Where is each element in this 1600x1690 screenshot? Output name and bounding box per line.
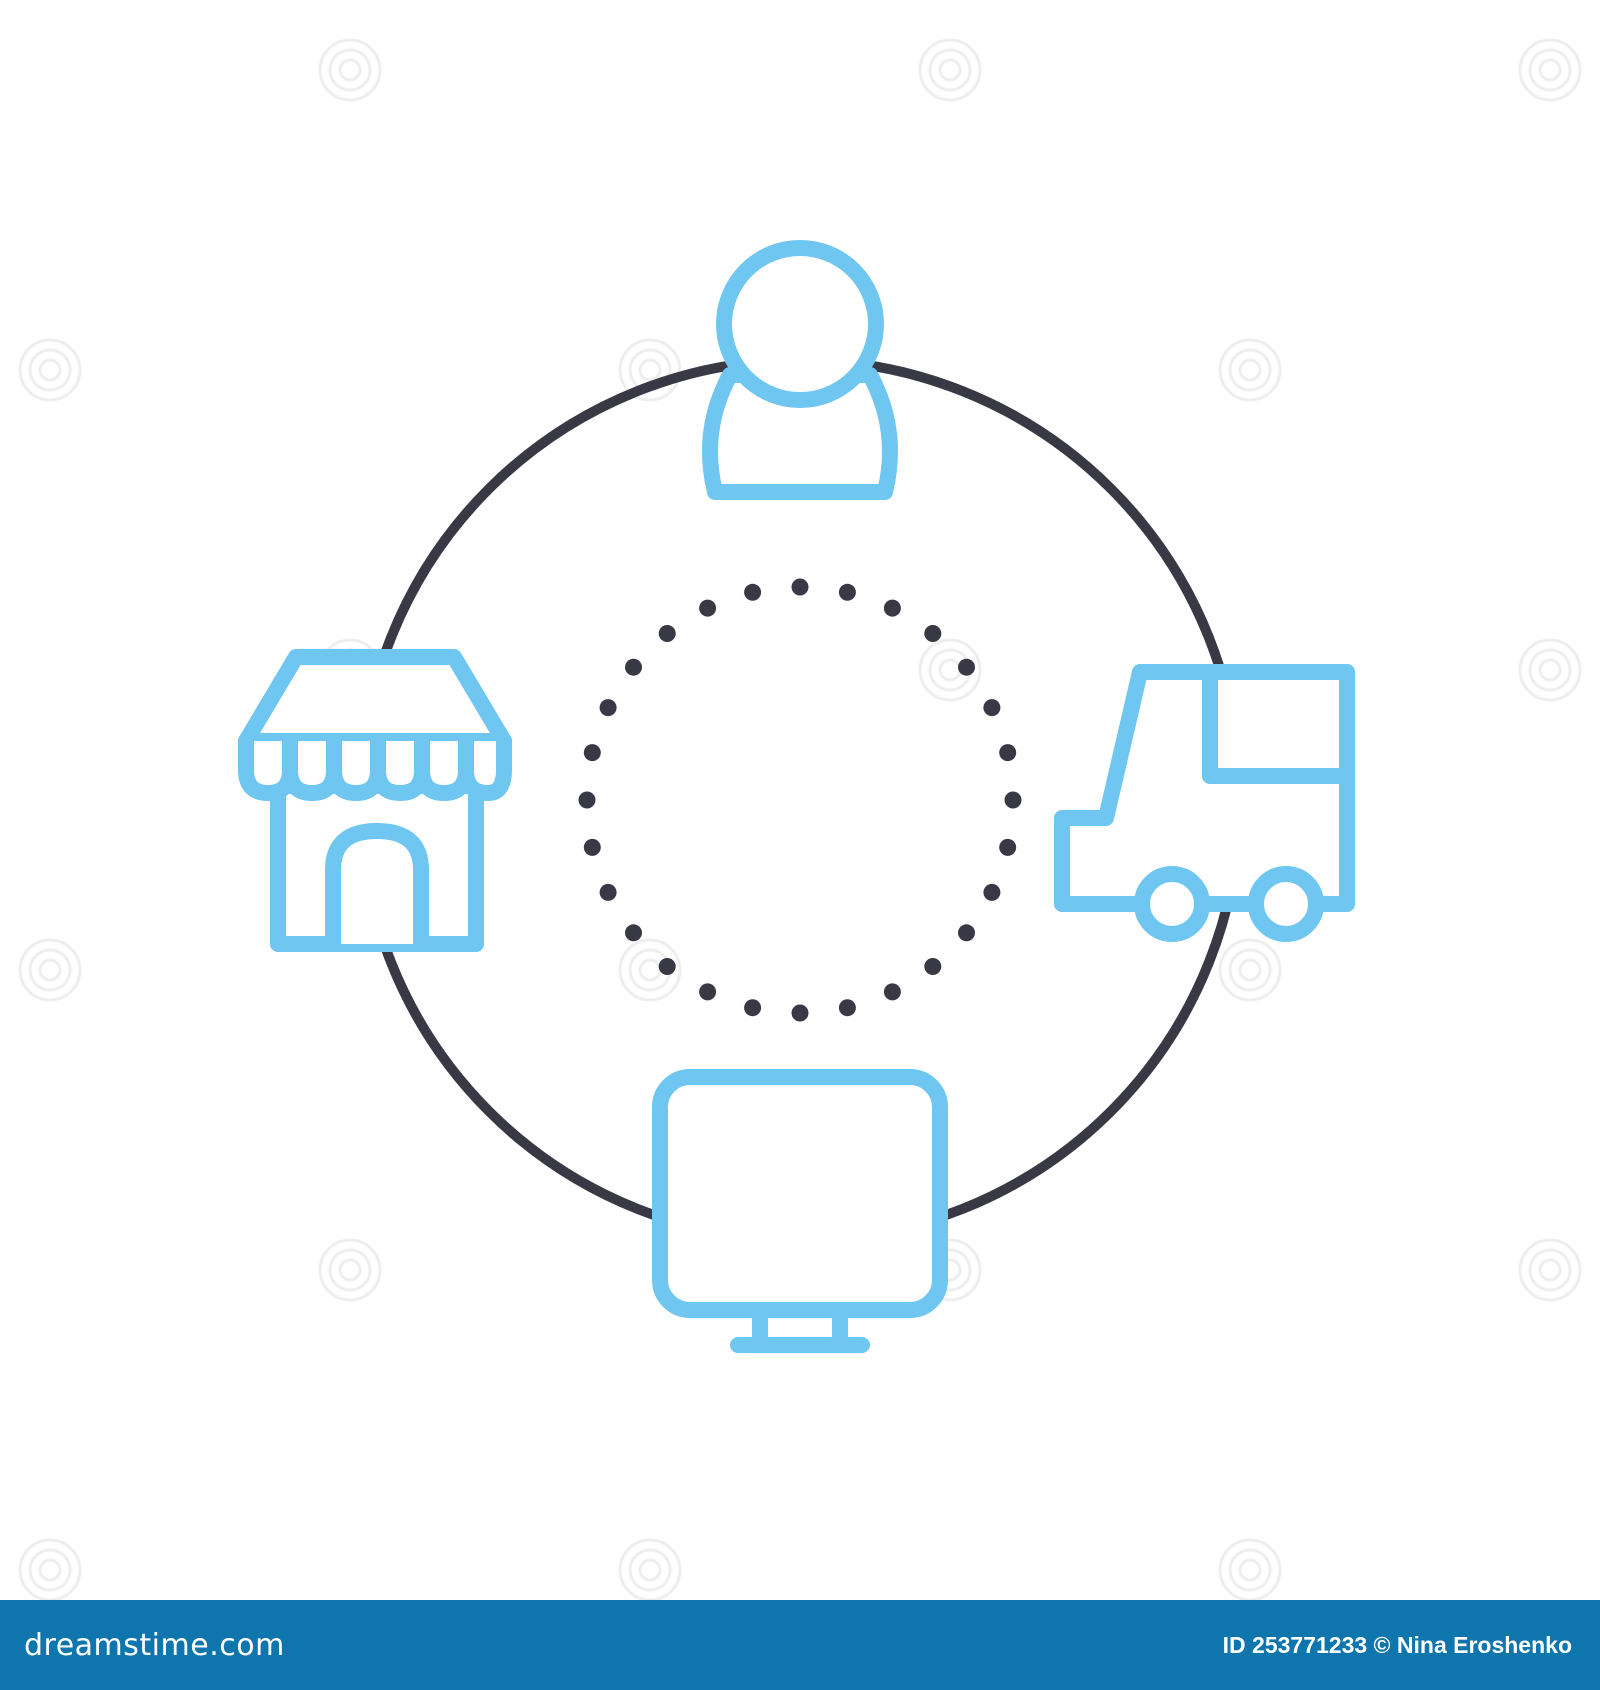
watermark-spiral bbox=[1228, 948, 1272, 992]
watermark-spiral bbox=[318, 38, 382, 102]
watermark-spiral bbox=[338, 58, 362, 82]
watermark-spiral bbox=[638, 1558, 662, 1582]
dot bbox=[999, 744, 1017, 762]
dot bbox=[699, 599, 717, 617]
dot bbox=[983, 699, 1001, 717]
watermark-spiral bbox=[28, 1548, 72, 1592]
watermark-spiral bbox=[618, 1538, 682, 1600]
watermark-spiral bbox=[1228, 1548, 1272, 1592]
watermark-spiral bbox=[28, 348, 72, 392]
footer-bar: dreamstime.com ID 253771233 © Nina Erosh… bbox=[0, 1600, 1600, 1690]
image-credit: ID 253771233 © Nina Eroshenko bbox=[1222, 1631, 1572, 1658]
dot bbox=[658, 625, 676, 642]
dot bbox=[883, 599, 901, 617]
watermark-spiral bbox=[1518, 38, 1582, 102]
watermark-spiral bbox=[1528, 1248, 1572, 1292]
watermark-spiral bbox=[1218, 1538, 1282, 1600]
dot bbox=[924, 958, 942, 975]
watermark-spiral bbox=[938, 58, 962, 82]
dot bbox=[883, 983, 901, 1001]
dot bbox=[958, 658, 975, 676]
dot bbox=[599, 699, 617, 717]
watermark-spiral bbox=[1538, 58, 1562, 82]
dot bbox=[1004, 791, 1022, 809]
watermark-spiral bbox=[18, 938, 82, 1002]
dot bbox=[599, 883, 617, 901]
dot bbox=[983, 883, 1001, 901]
dot bbox=[791, 1004, 809, 1022]
watermark-spiral bbox=[1218, 338, 1282, 402]
dot bbox=[658, 958, 676, 975]
watermark-spiral bbox=[18, 338, 82, 402]
watermark-spiral bbox=[18, 1538, 82, 1600]
supply-chain-cycle-illustration bbox=[18, 38, 1582, 1600]
watermark-spiral bbox=[328, 48, 372, 92]
watermark-spiral bbox=[1228, 348, 1272, 392]
monitor-icon bbox=[652, 1069, 948, 1353]
watermark-spiral bbox=[618, 938, 682, 1002]
watermark-spiral bbox=[338, 1258, 362, 1282]
truck-icon bbox=[1054, 664, 1355, 942]
watermark-spiral bbox=[1238, 1558, 1262, 1582]
watermark-spiral bbox=[1538, 1258, 1562, 1282]
dot bbox=[791, 578, 809, 596]
store-icon bbox=[238, 649, 512, 952]
watermark-spiral bbox=[638, 358, 662, 382]
watermark-spiral bbox=[638, 958, 662, 982]
watermark-spiral bbox=[918, 638, 982, 702]
dot bbox=[958, 924, 975, 942]
watermark-spiral bbox=[1238, 958, 1262, 982]
watermark-spiral bbox=[618, 338, 682, 402]
watermark-spiral bbox=[38, 1558, 62, 1582]
dot bbox=[583, 744, 601, 762]
watermark-spiral bbox=[1528, 48, 1572, 92]
dot bbox=[625, 658, 642, 676]
watermark-spiral bbox=[328, 1248, 372, 1292]
watermark-spiral bbox=[38, 958, 62, 982]
person-icon bbox=[702, 240, 898, 500]
watermark-spiral bbox=[28, 948, 72, 992]
watermark-spiral bbox=[938, 658, 962, 682]
dotted-circle bbox=[578, 578, 1022, 1022]
watermark-spiral bbox=[928, 48, 972, 92]
dot bbox=[699, 983, 717, 1001]
dot bbox=[838, 583, 856, 601]
dot bbox=[744, 999, 762, 1017]
dot bbox=[578, 791, 596, 809]
watermark-spiral bbox=[1538, 658, 1562, 682]
watermark-spiral bbox=[1528, 648, 1572, 692]
watermark-spiral bbox=[918, 38, 982, 102]
dot bbox=[744, 583, 762, 601]
dot bbox=[625, 924, 642, 942]
watermark-spiral bbox=[38, 358, 62, 382]
watermark-spiral bbox=[1218, 938, 1282, 1002]
dot bbox=[999, 838, 1017, 856]
dot bbox=[924, 625, 942, 642]
watermark-spiral bbox=[628, 1548, 672, 1592]
watermark-spiral bbox=[1238, 358, 1262, 382]
watermark-spiral bbox=[318, 1238, 382, 1302]
watermark-spiral bbox=[1518, 638, 1582, 702]
dot bbox=[583, 838, 601, 856]
brand-logo[interactable]: dreamstime.com bbox=[24, 1627, 285, 1663]
dot bbox=[838, 999, 856, 1017]
watermark-spiral bbox=[1518, 1238, 1582, 1302]
